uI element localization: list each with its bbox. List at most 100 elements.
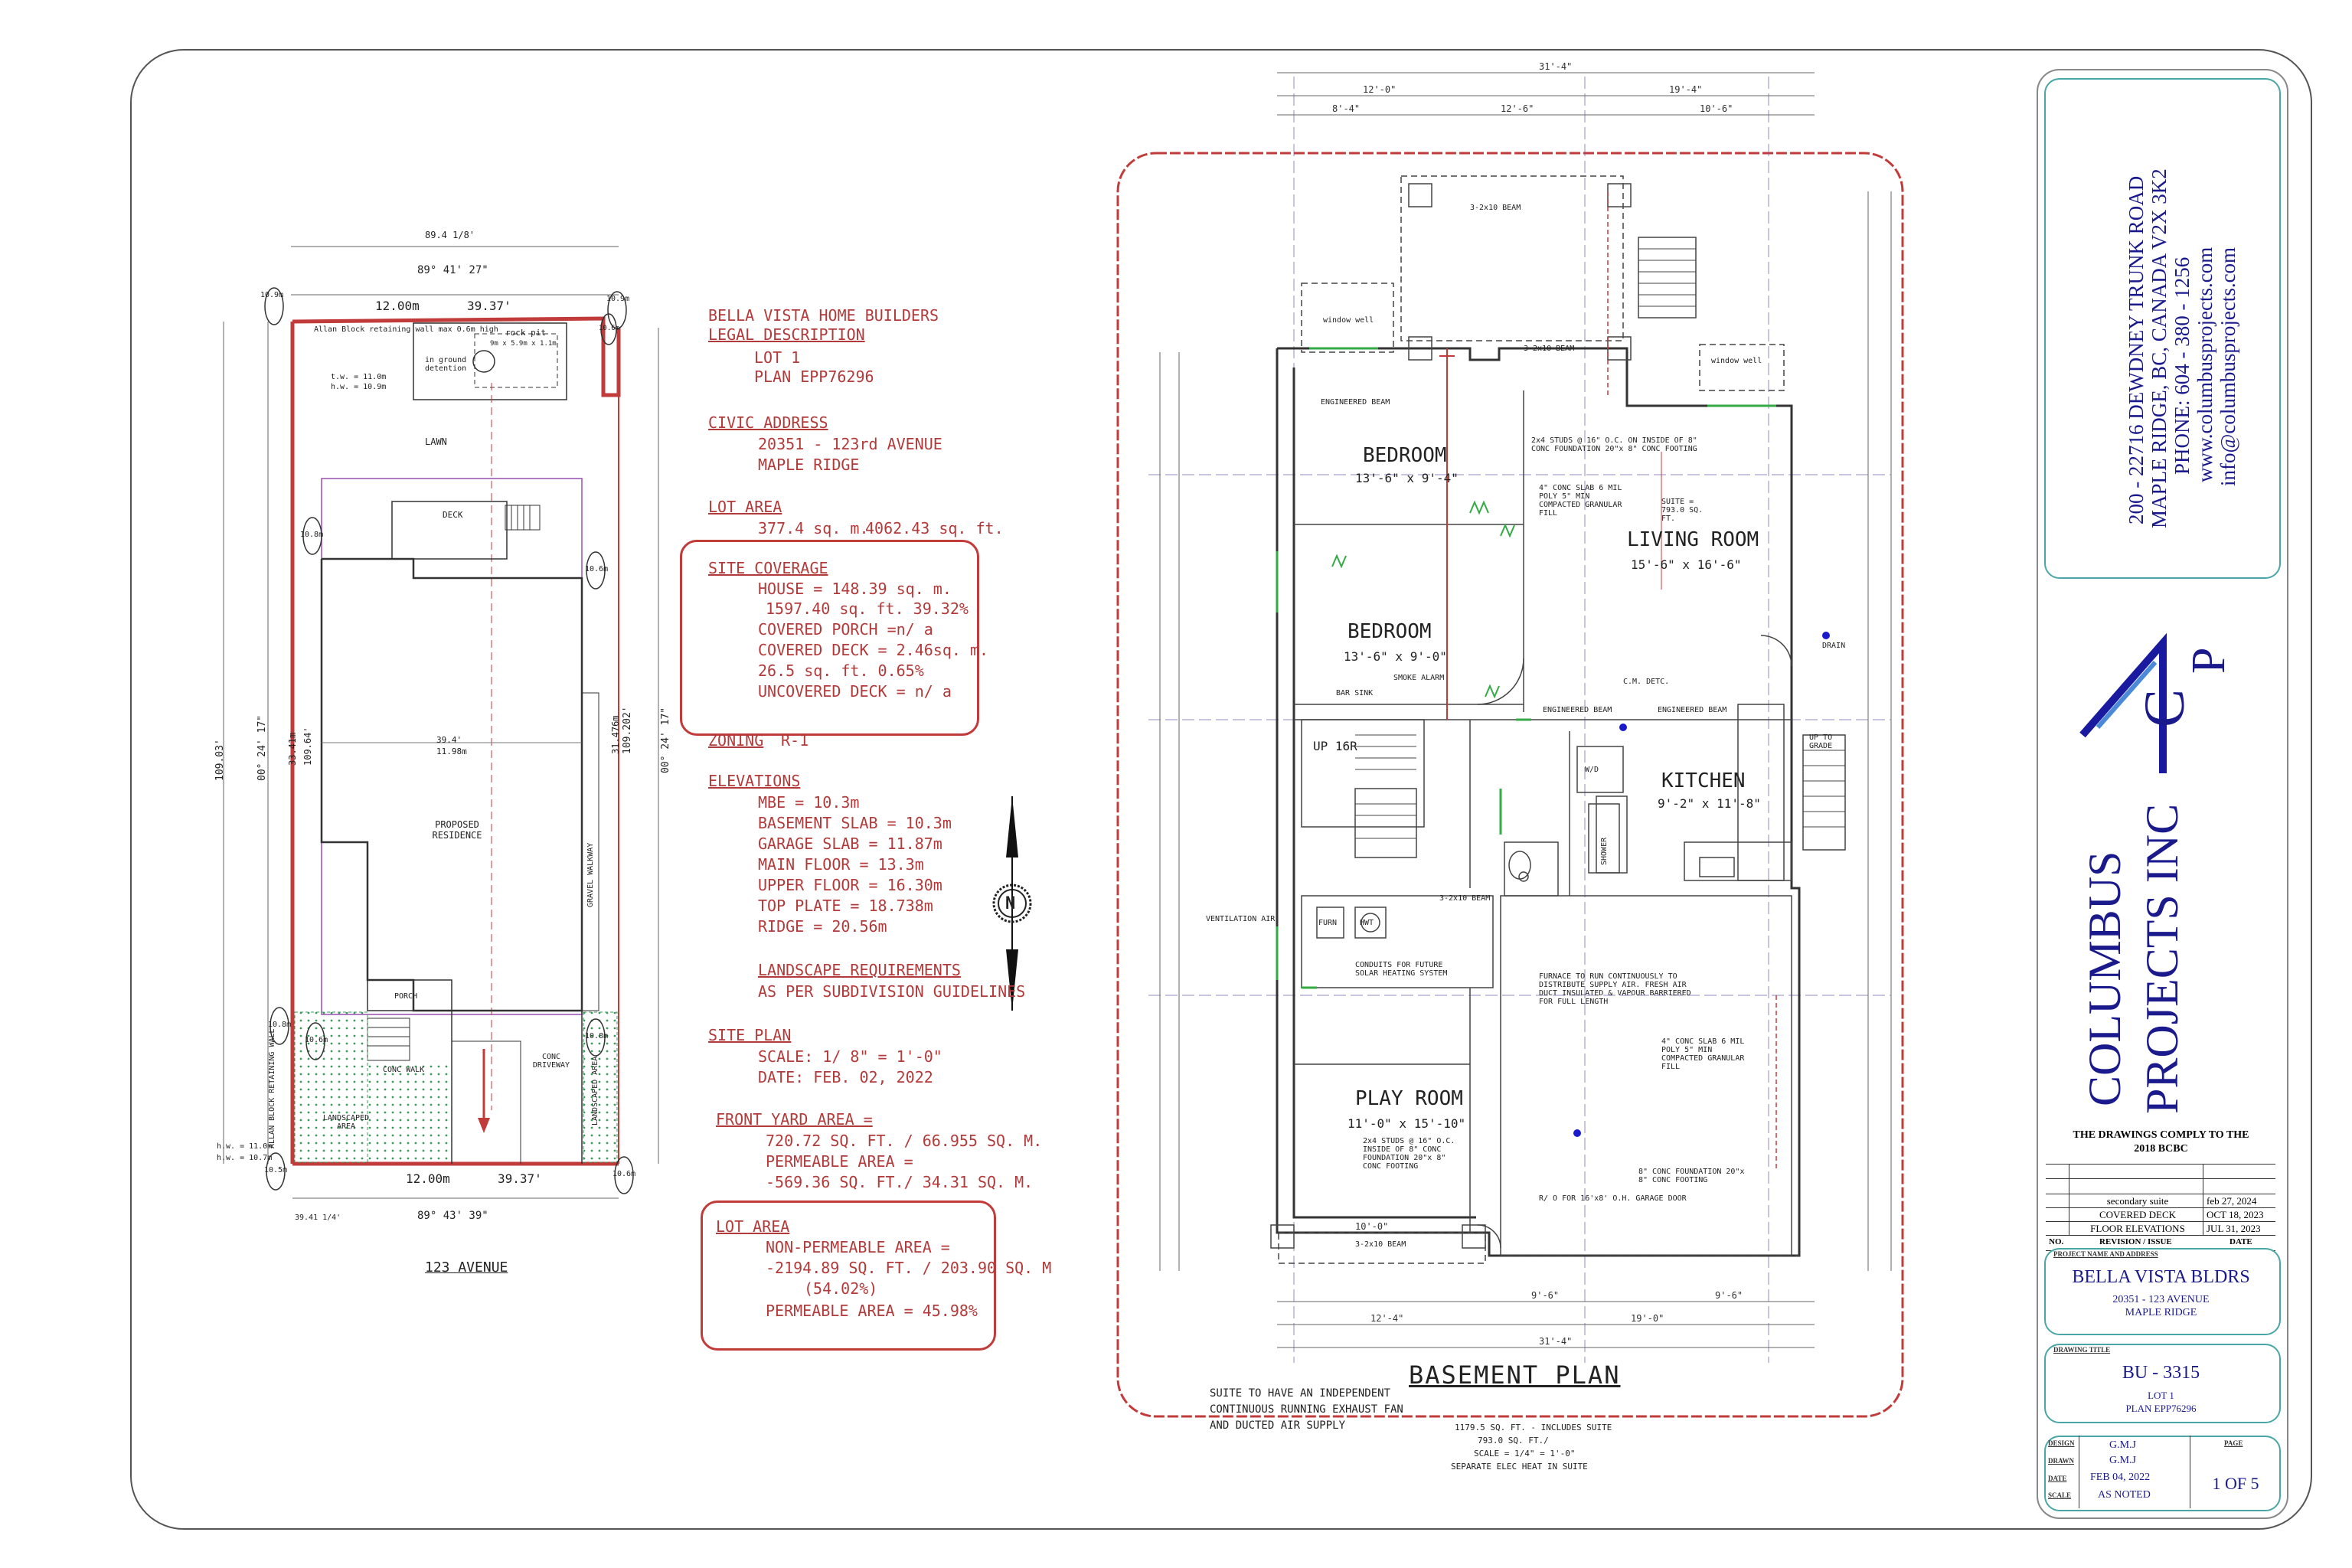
site-top-total-dim: 89.4 1/8': [425, 230, 475, 240]
notes-nonpermeable-1: NON-PERMEABLE AREA =: [766, 1238, 950, 1256]
north-label: N: [1005, 894, 1016, 913]
notes-siteplan-header: SITE PLAN: [708, 1026, 792, 1044]
plan-dim-bottom-1: 12'-4": [1370, 1313, 1404, 1324]
ventilation-air: VENTILATION AIR: [1206, 915, 1276, 923]
bar-sink: BAR SINK: [1336, 689, 1374, 697]
window-well-1: window well: [1323, 316, 1374, 325]
plan-dim-bottom-3: 9'-6": [1531, 1290, 1560, 1301]
slab-note-1: 4" CONC SLAB 6 MIL POLY 5" MIN COMPACTED…: [1539, 484, 1622, 518]
notes-landscape-header: LANDSCAPE REQUIREMENTS: [758, 961, 961, 979]
elev-marker-6: 10.6m: [305, 1036, 328, 1044]
notes-covered-deck-ft: 26.5 sq. ft. 0.65%: [758, 662, 924, 680]
plan-dim-bottom-5: 10'-0": [1355, 1221, 1389, 1232]
notes-plan: PLAN EPP76296: [754, 368, 874, 386]
notes-elev-basement: BASEMENT SLAB = 10.3m: [758, 814, 952, 832]
phone: PHONE: 604 - 380 - 1256: [2171, 256, 2194, 475]
address-box: [2044, 78, 2281, 579]
notes-civic-1: 20351 - 123rd AVENUE: [758, 435, 942, 453]
stairs-up-to-grade: UP TO GRADE: [1809, 733, 1833, 750]
drawing-number: BU - 3315: [2122, 1363, 2200, 1383]
drawing-header: DRAWING TITLE: [2053, 1346, 2111, 1354]
lawn-label: LAWN: [425, 436, 447, 447]
revision-1: secondary suite: [2106, 1195, 2169, 1207]
address-line-2: MAPLE RIDGE, BC, CANADA V2X 3K2: [2148, 168, 2171, 528]
email: info@columbusprojects.com: [2216, 247, 2239, 486]
washer-dryer-label: W/D: [1585, 766, 1599, 774]
notes-elev-ridge: RIDGE = 20.56m: [758, 917, 887, 936]
hw-label-1: h.w. = 11.0m: [217, 1142, 273, 1151]
drawing-box: [2044, 1344, 2281, 1423]
beam-bottom: 3-2x10 BEAM: [1355, 1240, 1406, 1249]
notes-scale: SCALE: 1/ 8" = 1'-0": [758, 1047, 942, 1066]
logo-p: P: [2183, 647, 2235, 674]
site-inner-right: 31.476m: [610, 715, 621, 754]
rock-pit-size: 9m x 5.9m x 1.1m: [490, 340, 557, 348]
room-bedroom-2-size: 13'-6" x 9'-0": [1344, 649, 1447, 664]
notes-elev-main: MAIN FLOOR = 13.3m: [758, 855, 924, 874]
design-label: DESIGN: [2048, 1439, 2075, 1447]
street-label: 123 AVENUE: [425, 1259, 508, 1276]
elev-marker-2: 10.9m: [606, 295, 630, 303]
site-inner-width: 39.4': [436, 735, 462, 745]
gravel-walkway-label: GRAVEL WALKWAY: [586, 842, 595, 907]
project-address-1: 20351 - 123 AVENUE: [2112, 1294, 2210, 1305]
comply-1: THE DRAWINGS COMPLY TO THE: [2073, 1129, 2249, 1141]
notes-front-1: 720.72 SQ. FT. / 66.955 SQ. M.: [766, 1132, 1043, 1150]
suite-note-3: AND DUCTED AIR SUPPLY: [1210, 1419, 1346, 1432]
scale-value: AS NOTED: [2098, 1489, 2151, 1501]
elev-marker-7: 10.8m: [585, 1032, 609, 1040]
site-top-dim: 12.00m: [375, 299, 420, 313]
scale-label: SCALE: [2048, 1491, 2072, 1499]
engineered-beam-1: ENGINEERED BEAM: [1321, 398, 1390, 407]
address-line-1: 200 - 22716 DEWDNEY TRUNK ROAD: [2125, 175, 2148, 524]
columbus-logo-icon: [2079, 632, 2167, 773]
stairs-up: UP 16R: [1313, 739, 1357, 753]
comply-2: 2018 BCBC: [2134, 1143, 2188, 1155]
area-note-2: 793.0 SQ. FT./: [1478, 1436, 1549, 1446]
furnace-note: FURNACE TO RUN CONTINUOUSLY TO DISTRIBUT…: [1539, 972, 1691, 1006]
drain-label: DRAIN: [1822, 642, 1846, 650]
hw-label-2: h.w. = 10.7m: [217, 1154, 273, 1162]
revision-2-date: OCT 18, 2023: [2207, 1209, 2264, 1220]
studs-note: 2x4 STUDS @ 16" O.C. ON INSIDE OF 8" CON…: [1531, 436, 1697, 453]
co-detector: C.M. DETC.: [1623, 678, 1670, 686]
notes-permeable: PERMEABLE AREA = 45.98%: [766, 1302, 978, 1320]
project-address-2: MAPLE RIDGE: [2125, 1307, 2197, 1318]
detention-label: in ground detention: [425, 356, 467, 373]
notes-elev-top-plate: TOP PLATE = 18.738m: [758, 897, 933, 915]
landscaped-area-label: LANDSCAPED AREA: [322, 1114, 370, 1131]
room-bedroom-2: BEDROOM: [1348, 620, 1432, 643]
website: www.columbusprojects.com: [2194, 247, 2216, 482]
smoke-alarm: SMOKE ALARM: [1393, 674, 1445, 682]
elev-marker-1: 10.9m: [260, 291, 284, 299]
elev-marker-10: 10.6m: [599, 325, 620, 332]
notes-nonpermeable-2: -2194.89 SQ. FT. / 203.90 SQ. M: [766, 1259, 1052, 1277]
room-play-size: 11'-0" x 15'-10": [1348, 1116, 1466, 1131]
title-block: 200 - 22716 DEWDNEY TRUNK ROAD MAPLE RID…: [2037, 69, 2288, 1519]
area-note-3: SCALE = 1/4" = 1'-0": [1474, 1449, 1576, 1459]
foundation-note: 8" CONC FOUNDATION 20"x 8" CONC FOOTING: [1638, 1168, 1745, 1184]
conduits-note: CONDUITS FOR FUTURE SOLAR HEATING SYSTEM: [1355, 961, 1448, 978]
furnace-label: FURN: [1318, 919, 1338, 927]
notes-civic-header: CIVIC ADDRESS: [708, 413, 828, 432]
site-inner-left: 33.41m: [287, 732, 298, 766]
revision-header: REVISION / ISSUE: [2099, 1237, 2172, 1246]
plan-dim-top-1: 12'-0": [1363, 84, 1396, 95]
revision-1-date: feb 27, 2024: [2207, 1195, 2257, 1207]
company-name-1: COLUMBUS: [2079, 851, 2130, 1106]
rock-pit-label: rock pit: [505, 328, 546, 338]
hw-label-top: h.w. = 10.9m: [331, 383, 387, 391]
plan-dim-top-4: 12'-6": [1501, 103, 1534, 114]
date-value: FEB 04, 2022: [2090, 1472, 2151, 1483]
notes-front-yard-header: FRONT YARD AREA =: [716, 1110, 873, 1129]
site-bottom-bearing: 89° 43' 39": [417, 1210, 488, 1222]
room-kitchen-size: 9'-2" x 11'-8": [1658, 796, 1761, 811]
room-bedroom-1-size: 13'-6" x 9'-4": [1355, 471, 1459, 485]
engineered-beam-2: ENGINEERED BEAM: [1543, 706, 1612, 714]
north-arrow-icon: [992, 796, 1032, 1011]
notes-civic-2: MAPLE RIDGE: [758, 456, 860, 474]
drawing-sheet-border: [130, 49, 2312, 1530]
room-living-size: 15'-6" x 16'-6": [1631, 557, 1742, 572]
suite-note-1: SUITE TO HAVE AN INDEPENDENT: [1210, 1387, 1391, 1400]
